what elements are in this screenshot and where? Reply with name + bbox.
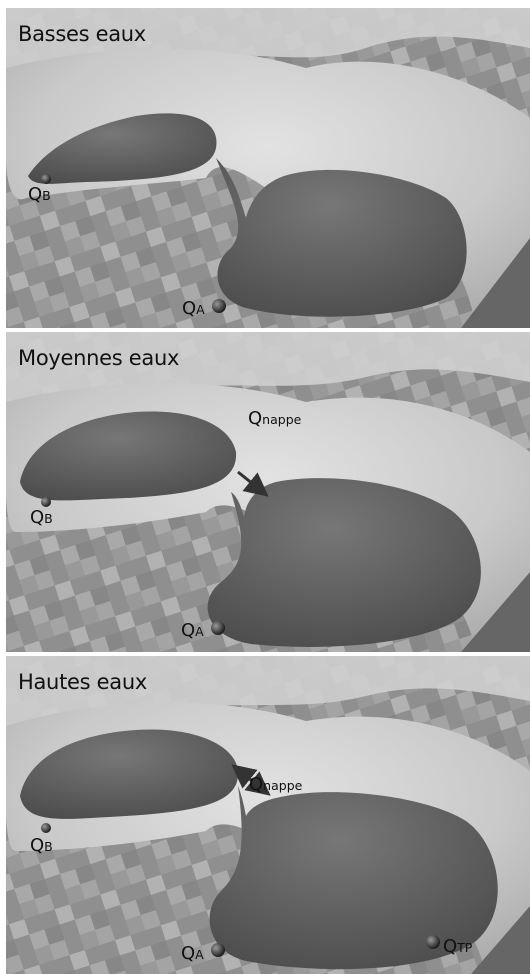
qa-point [212,299,226,313]
qa-point [211,621,225,635]
label-qb: QB [28,186,51,204]
hautes-eaux-scene [6,656,530,974]
basses-eaux-scene [6,8,530,328]
label-qb: QB [30,837,53,855]
label-qb: QB [30,509,53,527]
qtp-point [426,935,440,949]
qb-point [41,174,51,184]
moyennes-eaux-scene [6,332,530,652]
qb-point [41,497,51,507]
panel-hautes-eaux: Hautes eaux Qnappe QB QA QTP [6,656,530,974]
label-qa: QA [182,300,205,318]
label-qa: QA [181,622,204,640]
panel-title: Basses eaux [18,22,146,46]
panel-title: Hautes eaux [18,670,147,694]
panel-title: Moyennes eaux [18,346,179,370]
label-qnappe: Qnappe [249,776,302,794]
label-qa: QA [181,945,204,963]
qa-point [211,943,225,957]
label-qnappe: Qnappe [248,410,301,428]
qb-point [41,823,51,833]
panel-moyennes-eaux: Moyennes eaux Qnappe QB QA [6,332,530,652]
label-qtp: QTP [443,938,472,956]
panel-basses-eaux: Basses eaux QB QA [6,8,530,328]
